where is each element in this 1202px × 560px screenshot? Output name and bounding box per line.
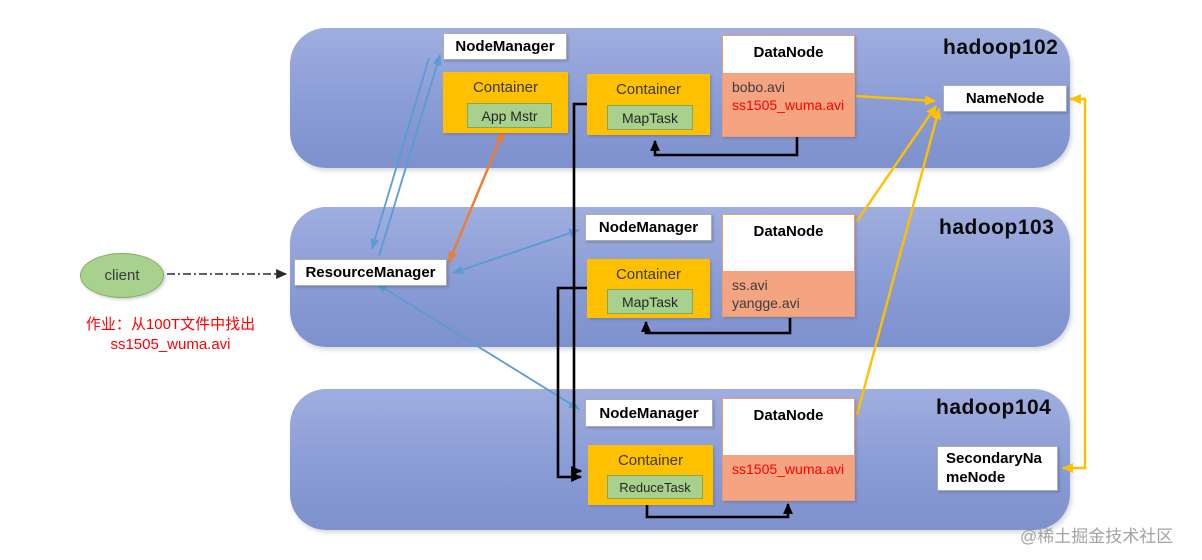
- container104-reducetask-box: Container ReduceTask: [588, 445, 713, 505]
- container102-maptask-box: Container MapTask: [587, 74, 710, 135]
- container104-reducetask-label: Container: [617, 452, 684, 469]
- container102-appmstr-label: Container: [472, 79, 539, 96]
- job-note: 作业：从100T文件中找出 ss1505_wuma.avi: [58, 315, 283, 356]
- datanode104-title: DataNode: [723, 399, 854, 455]
- maptask103-box: MapTask: [607, 289, 693, 314]
- container102-maptask-label: Container: [615, 81, 682, 98]
- reducetask-box: ReduceTask: [607, 475, 703, 499]
- datanode102-box: DataNode bobo.avi ss1505_wuma.avi: [722, 35, 855, 137]
- watermark: @稀土掘金技术社区: [1020, 527, 1174, 546]
- datanode102-files: bobo.avi ss1505_wuma.avi: [723, 73, 854, 136]
- client-node: client: [80, 253, 164, 298]
- container103-maptask-box: Container MapTask: [587, 259, 710, 318]
- datanode104-box: DataNode ss1505_wuma.avi: [722, 398, 855, 501]
- file-ss1505-wuma-avi: ss1505_wuma.avi: [732, 97, 845, 114]
- file-ss1505-wuma-avi-2: ss1505_wuma.avi: [732, 461, 845, 477]
- file-ss-avi: ss.avi: [732, 276, 768, 293]
- file-yangge-avi: yangge.avi: [732, 294, 800, 311]
- container103-maptask-label: Container: [615, 266, 682, 283]
- job-note-line2: ss1505_wuma.avi: [110, 336, 231, 354]
- cluster-title-hadoop103: hadoop103: [939, 216, 1055, 239]
- appmstr-task-box: App Mstr: [467, 103, 552, 128]
- maptask102-box: MapTask: [607, 105, 693, 130]
- datanode103-title: DataNode: [723, 215, 854, 271]
- datanode104-files: ss1505_wuma.avi: [723, 455, 854, 500]
- file-bobo-avi: bobo.avi: [732, 79, 785, 95]
- secondarynamenode-box: SecondaryNameNode: [937, 446, 1058, 491]
- nodemanager103-box: NodeManager: [585, 214, 712, 241]
- resourcemanager-box: ResourceManager: [294, 259, 447, 286]
- job-note-line1: 作业：从100T文件中找出: [85, 316, 256, 333]
- cluster-title-hadoop104: hadoop104: [936, 396, 1052, 419]
- container102-appmstr-box: Container App Mstr: [443, 72, 568, 133]
- nodemanager104-box: NodeManager: [585, 399, 713, 427]
- cluster-title-hadoop102: hadoop102: [943, 36, 1059, 59]
- nodemanager102-box: NodeManager: [443, 33, 567, 60]
- namenode-box: NameNode: [943, 85, 1067, 112]
- datanode103-box: DataNode ss.avi yangge.avi: [722, 214, 855, 317]
- datanode102-title: DataNode: [723, 36, 854, 73]
- datanode103-files: ss.avi yangge.avi: [723, 270, 854, 316]
